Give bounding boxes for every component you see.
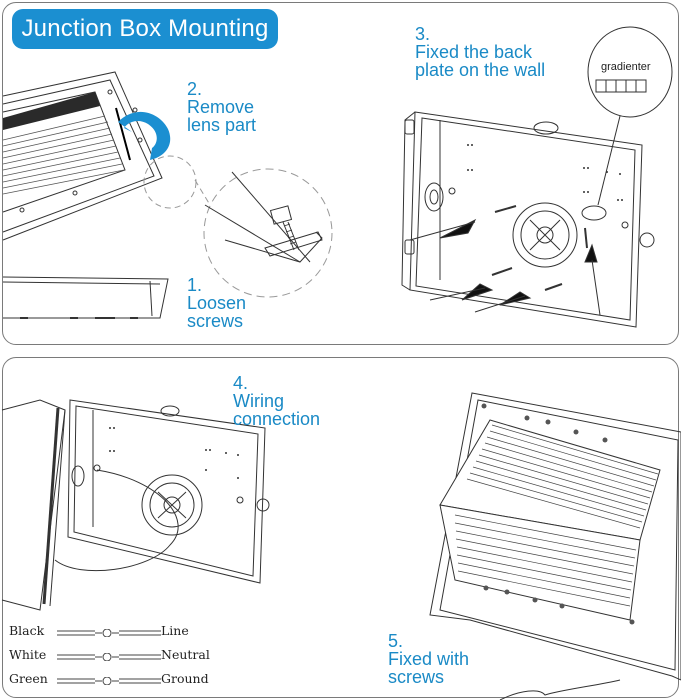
terminal-name: Neutral	[161, 647, 210, 662]
step-2-label: 2. Remove lens part	[187, 80, 256, 134]
wire-connector-icon	[57, 629, 161, 637]
screw-detail-circle	[203, 168, 333, 298]
wire-connector-icon	[57, 677, 161, 685]
wire-color: White	[9, 647, 47, 662]
fixture-open-illustration	[2, 71, 169, 319]
legend-row-line: Black Line	[9, 623, 219, 639]
legend-row-ground: Green Ground	[9, 671, 219, 687]
screw-detail-illustration	[204, 171, 323, 263]
back-plate-illustration	[401, 26, 673, 328]
step-text: lens part	[187, 115, 257, 135]
legend-row-neutral: White Neutral	[9, 647, 219, 663]
step-text: Fixed the back	[415, 42, 533, 62]
step-text: connection	[233, 409, 321, 429]
step-5-label: 5. Fixed with screws	[388, 632, 469, 686]
step-text: Fixed with	[388, 649, 470, 669]
fixture-mounted-illustration	[429, 392, 681, 700]
step-number: 3.	[415, 24, 431, 44]
gradienter-label: gradienter	[601, 61, 651, 73]
step-number: 4.	[233, 373, 249, 393]
step-text: screws	[388, 667, 445, 687]
wiring-illustration	[1, 399, 270, 611]
wire-color: Black	[9, 623, 45, 638]
step-1-label: 1. Loosen screws	[187, 276, 246, 330]
terminal-name: Line	[161, 623, 189, 638]
step-number: 2.	[187, 79, 203, 99]
step-text: Loosen	[187, 293, 247, 313]
step-number: 1.	[187, 275, 203, 295]
step-text: screws	[187, 311, 244, 331]
wire-connector-icon	[57, 653, 161, 661]
step-text: plate on the wall	[415, 60, 546, 80]
wire-color: Green	[9, 671, 48, 686]
step-3-label: 3. Fixed the back plate on the wall	[415, 25, 545, 79]
terminal-name: Ground	[161, 671, 209, 686]
remove-lens-arrow-icon	[118, 111, 171, 160]
step-4-label: 4. Wiring connection	[233, 374, 320, 428]
step-number: 5.	[388, 631, 404, 651]
step-text: Wiring	[233, 391, 285, 411]
step-text: Remove	[187, 97, 255, 117]
page-title: Junction Box Mounting	[12, 9, 278, 49]
